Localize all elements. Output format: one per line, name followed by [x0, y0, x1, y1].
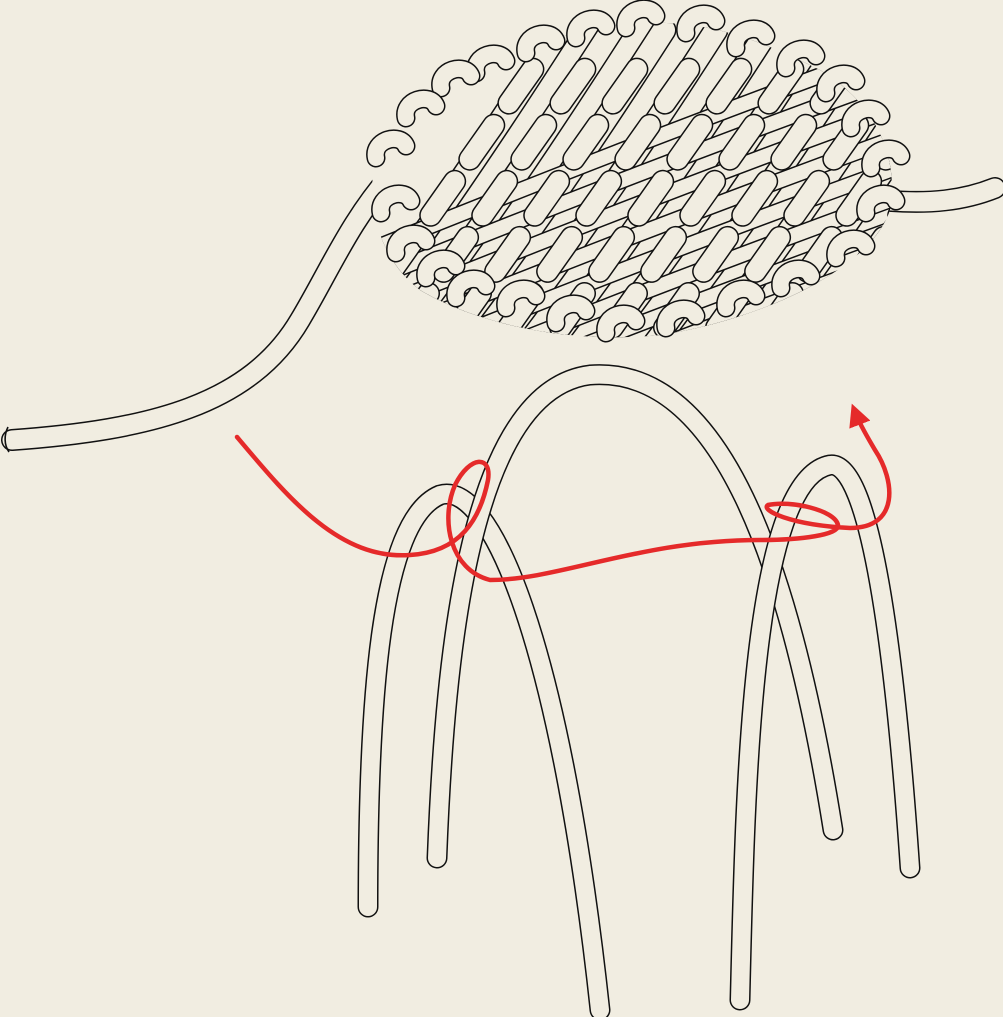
weaving-illustration — [0, 0, 1003, 1017]
